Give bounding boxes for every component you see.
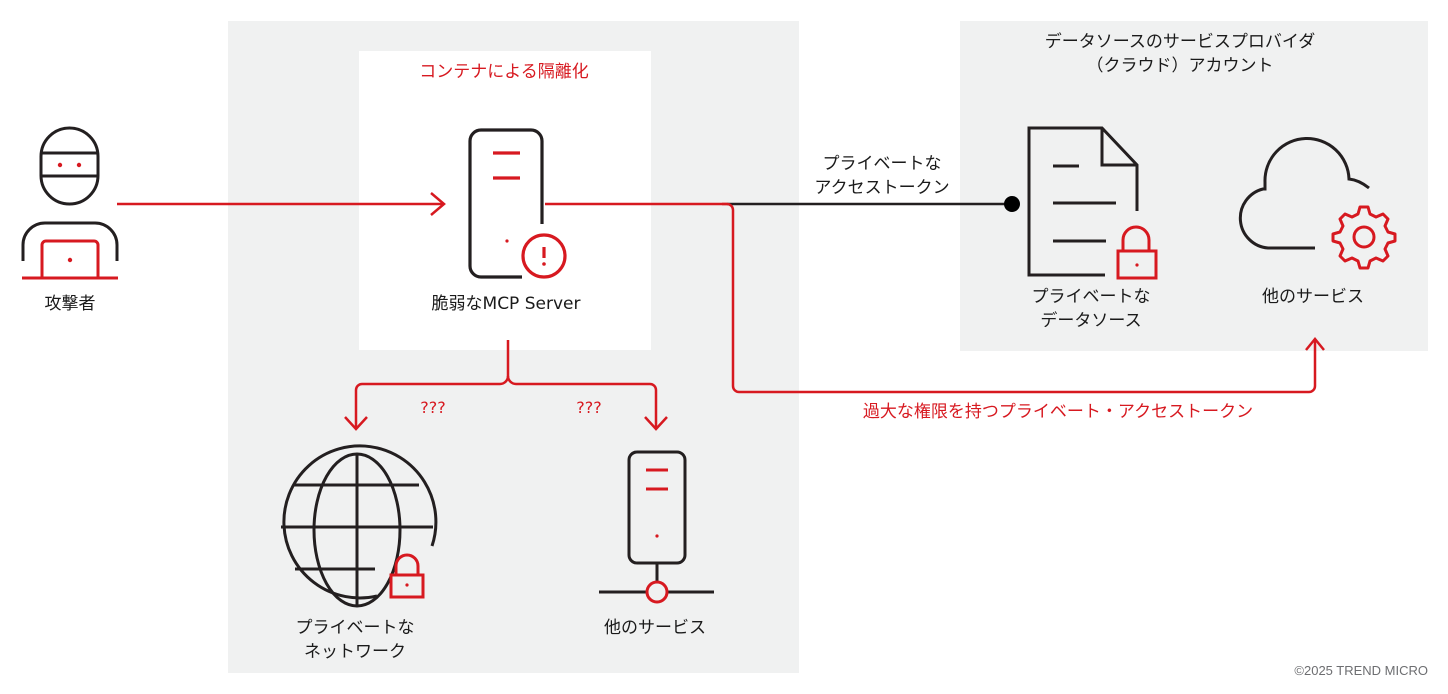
provider-account-panel xyxy=(960,21,1428,351)
private-network-label-line1: プライベートな xyxy=(295,618,415,638)
hacker-laptop-icon xyxy=(21,126,119,280)
mcp-server-label: 脆弱なMCP Server xyxy=(431,294,581,314)
branch-left-question: ??? xyxy=(420,398,446,417)
data-source-label-line1: プライベートな xyxy=(1031,287,1151,307)
token-link-label-line2: アクセストークン xyxy=(814,178,950,198)
data-source-label-line2: データソース xyxy=(1040,311,1142,331)
attack-arrow xyxy=(117,192,446,216)
server-network-icon xyxy=(599,450,714,604)
connection-endpoint-dot xyxy=(1004,196,1020,212)
private-network-label: プライベートな ネットワーク xyxy=(296,616,415,664)
branch-arrows xyxy=(344,340,668,431)
provider-title-line2: （クラウド）アカウント xyxy=(1086,56,1274,76)
local-other-service-label: 他のサービス xyxy=(604,618,706,638)
globe-lock-icon xyxy=(281,444,438,608)
server-warning-icon xyxy=(468,128,567,279)
cloud-gear-icon xyxy=(1238,136,1397,270)
document-lock-icon xyxy=(1027,126,1158,280)
data-source-label: プライベートな データソース xyxy=(1032,285,1151,333)
overprivileged-token-path xyxy=(722,202,1325,394)
provider-account-title: データソースのサービスプロバイダ （クラウド）アカウント xyxy=(1045,30,1315,78)
overprivileged-token-label: 過大な権限を持つプライベート・アクセストークン xyxy=(862,402,1254,422)
token-connection xyxy=(545,196,1020,212)
provider-title-line1: データソースのサービスプロバイダ xyxy=(1044,32,1316,52)
token-link-label-line1: プライベートな xyxy=(822,154,942,174)
branch-right-question: ??? xyxy=(576,398,602,417)
attacker-label: 攻撃者 xyxy=(44,294,96,314)
copyright: ©2025 TREND MICRO xyxy=(1294,663,1428,678)
container-isolation-box xyxy=(359,51,651,350)
container-isolation-title: コンテナによる隔離化 xyxy=(419,62,589,82)
private-network-label-line2: ネットワーク xyxy=(304,642,406,662)
cloud-other-service-label: 他のサービス xyxy=(1262,287,1364,307)
token-link-label: プライベートな アクセストークン xyxy=(814,152,949,200)
